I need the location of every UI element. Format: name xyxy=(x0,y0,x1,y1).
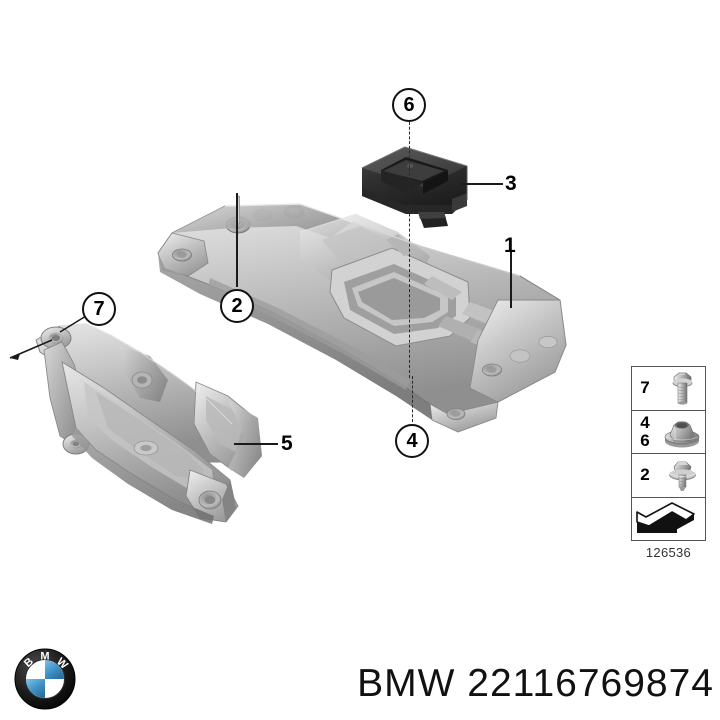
callout-7: 7 xyxy=(82,292,116,326)
leader-line-4 xyxy=(409,168,410,378)
svg-text:M: M xyxy=(40,651,49,663)
bmw-roundel-logo: B M W xyxy=(14,648,76,710)
callout-4: 4 xyxy=(395,424,429,458)
leader-line-2 xyxy=(236,193,238,287)
legend-row-direction xyxy=(632,498,705,542)
callout-3: 3 xyxy=(505,172,517,195)
legend-number: 7 xyxy=(640,378,650,398)
leader-line-3 xyxy=(461,183,503,185)
hex-flange-bolt-short-icon xyxy=(658,454,705,497)
legend-row-numbers: 7 xyxy=(632,379,658,397)
leader-line-6 xyxy=(409,122,410,168)
callout-2: 2 xyxy=(220,289,254,323)
legend-row-numbers: 2 xyxy=(632,466,658,484)
part-number-caption: BMW 22116769874 xyxy=(357,662,714,705)
leader-line-1 xyxy=(510,252,512,308)
legend-row-flange-nut: 4 6 xyxy=(632,411,705,454)
fastener-legend: 7 xyxy=(631,366,706,541)
leader-line-4b xyxy=(412,376,413,422)
hex-flange-nut-icon xyxy=(658,411,705,454)
leader-line-5 xyxy=(234,443,278,445)
legend-number: 2 xyxy=(640,465,650,485)
legend-number: 4 xyxy=(640,412,650,432)
hex-flange-bolt-long-icon xyxy=(658,367,705,410)
legend-row-numbers: 4 6 xyxy=(632,414,658,450)
callout-6: 6 xyxy=(392,88,426,122)
legend-row-bolt-long: 7 xyxy=(632,367,705,411)
gearbox-support-bracket xyxy=(35,323,262,524)
callout-5: 5 xyxy=(281,432,293,455)
direction-arrow-icon xyxy=(632,498,705,542)
legend-number: 6 xyxy=(640,430,650,450)
diagram-code: 126536 xyxy=(645,545,692,560)
legend-row-bolt-short: 2 xyxy=(632,454,705,498)
rubber-transmission-mount xyxy=(361,146,468,228)
callout-1: 1 xyxy=(504,234,516,257)
